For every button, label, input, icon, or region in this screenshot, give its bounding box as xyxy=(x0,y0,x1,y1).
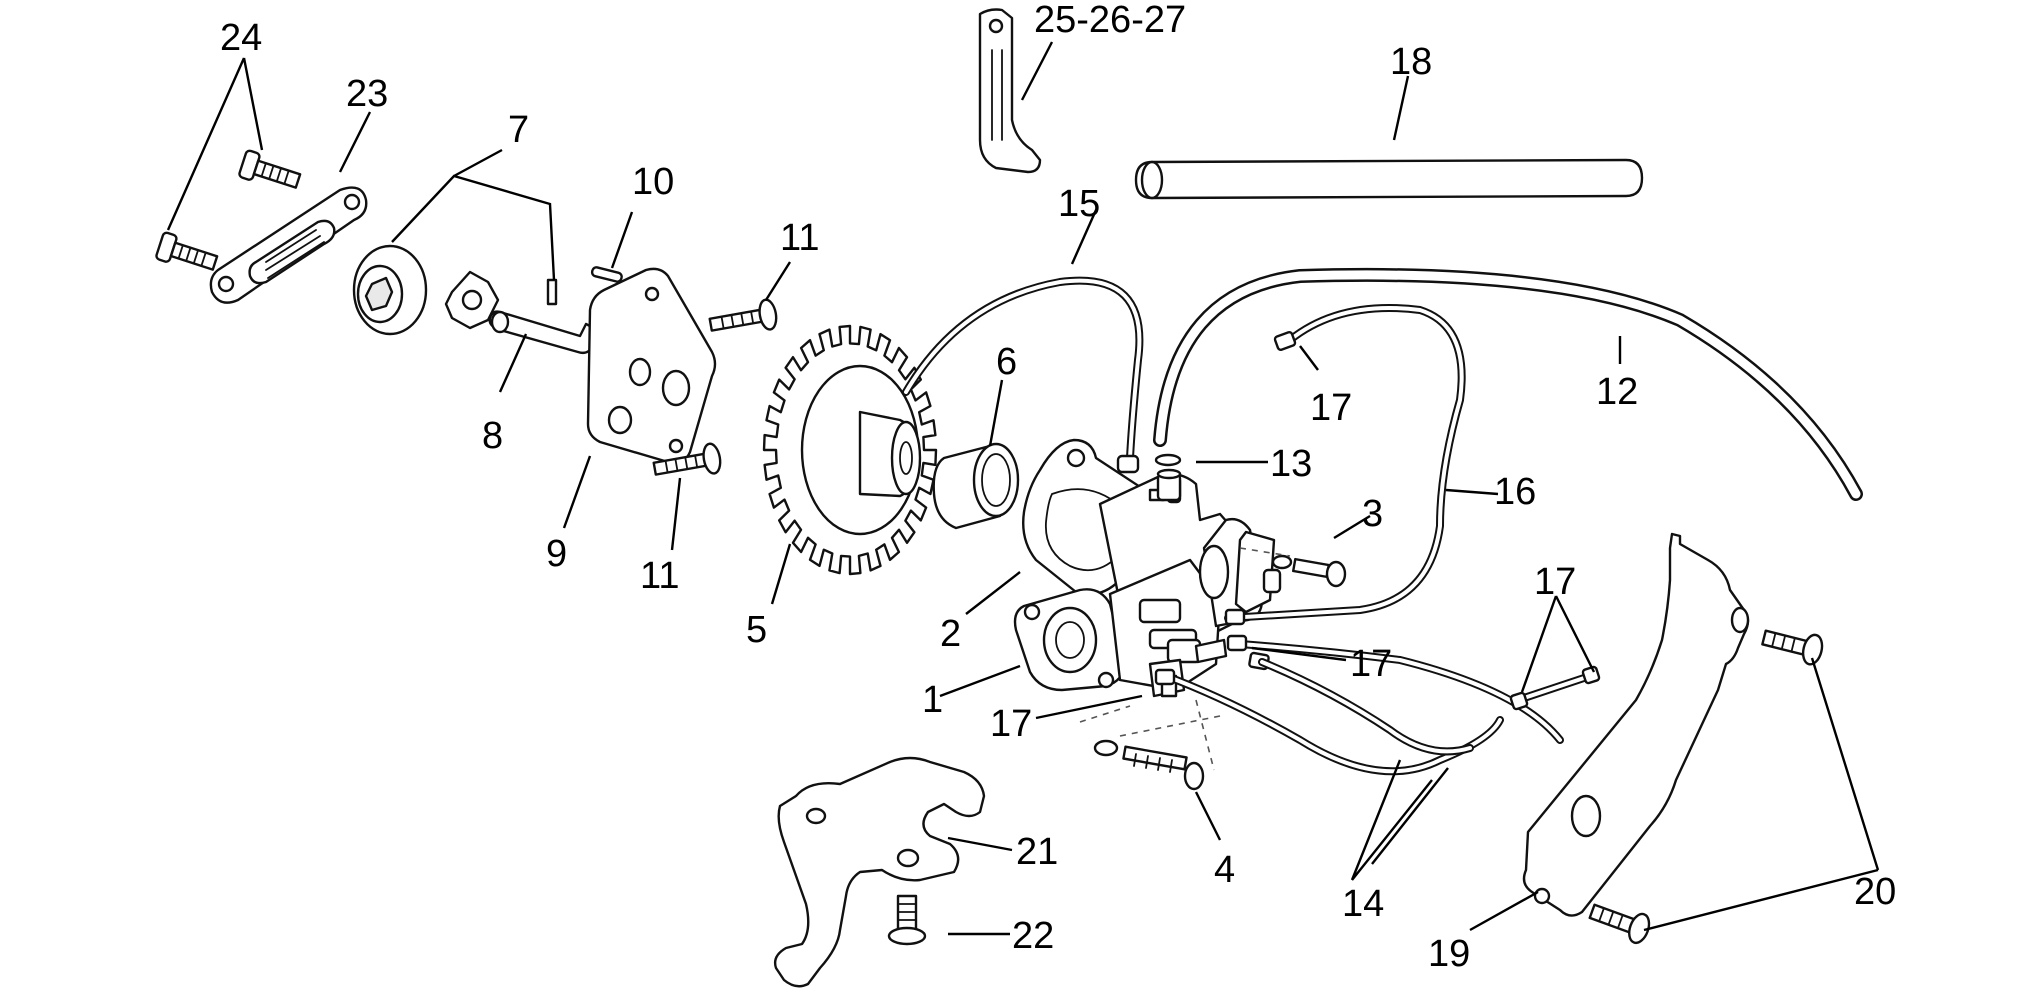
callout-21: 21 xyxy=(1016,831,1058,873)
callout-10: 10 xyxy=(632,161,674,203)
part-19-side-cover xyxy=(1522,532,1750,917)
part-22-screw xyxy=(887,894,927,946)
part-3-screw xyxy=(1271,554,1347,588)
callout-18: 18 xyxy=(1390,41,1432,83)
callout-15: 15 xyxy=(1058,183,1100,225)
part-7-rotor xyxy=(352,244,558,336)
callout-8: 8 xyxy=(482,415,503,457)
part-23-filter-cover xyxy=(209,186,368,304)
part-18-tube xyxy=(1134,158,1644,200)
callout-12: 12 xyxy=(1596,371,1638,413)
part-9-pump-cover xyxy=(586,267,717,465)
part-25-26-27-bracket xyxy=(978,8,1042,174)
callout-17-c: 17 xyxy=(1534,561,1576,603)
callout-23: 23 xyxy=(346,73,388,115)
callout-17-d: 17 xyxy=(990,703,1032,745)
callout-7: 7 xyxy=(508,109,529,151)
callout-9: 9 xyxy=(546,533,567,575)
leader-lines xyxy=(166,41,1880,936)
part-4-bolt xyxy=(1093,739,1205,791)
callout-22: 22 xyxy=(1012,915,1054,957)
part-20-screws xyxy=(1588,629,1824,945)
part-21-bracket xyxy=(773,756,986,988)
callout-4: 4 xyxy=(1214,849,1235,891)
part-15-hose xyxy=(902,276,1144,474)
callout-11-top: 11 xyxy=(780,217,819,259)
part-17-hose-pieces xyxy=(1226,634,1601,744)
part-8-shaft xyxy=(488,310,596,355)
part-16-hose xyxy=(1224,304,1466,626)
assembly-guide-lines xyxy=(1079,547,1291,771)
callout-3: 3 xyxy=(1362,493,1383,535)
callout-14: 14 xyxy=(1342,883,1384,925)
callout-6: 6 xyxy=(996,341,1017,383)
callout-2: 2 xyxy=(940,613,961,655)
part-24-screws xyxy=(155,149,302,271)
callout-17-a: 17 xyxy=(1310,387,1352,429)
part-10-pin xyxy=(590,266,623,283)
callout-19: 19 xyxy=(1428,933,1470,975)
part-14-hoses xyxy=(1154,658,1504,776)
part-12-tube xyxy=(1153,267,1863,501)
part-13-fitting xyxy=(1154,453,1182,502)
part-11-screws xyxy=(652,298,778,476)
callout-11-bottom: 11 xyxy=(640,555,679,597)
callout-13: 13 xyxy=(1270,443,1312,485)
callout-20: 20 xyxy=(1854,871,1896,913)
callout-17-b: 17 xyxy=(1350,643,1392,685)
part-5-drive-gear xyxy=(762,324,938,576)
callout-25-26-27: 25-26-27 xyxy=(1034,0,1186,41)
callout-5: 5 xyxy=(746,609,767,651)
callout-24: 24 xyxy=(220,17,262,59)
part-6-bushing xyxy=(932,442,1020,530)
callout-16: 16 xyxy=(1494,471,1536,513)
callout-labels: 1 2 3 4 5 6 7 8 9 10 11 11 12 13 14 15 1… xyxy=(220,0,1896,975)
callout-1: 1 xyxy=(922,679,943,721)
